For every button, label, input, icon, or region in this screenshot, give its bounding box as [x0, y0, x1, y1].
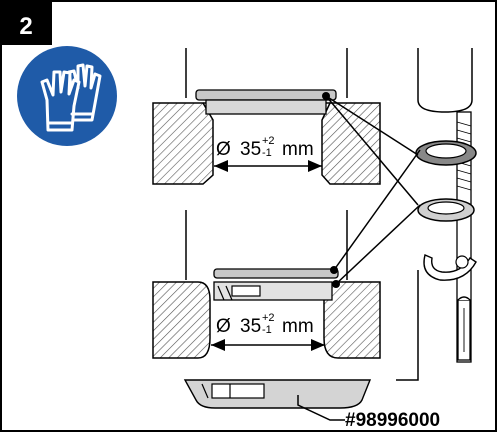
- dimension-unit: mm: [282, 316, 314, 337]
- tolerance-lower: -1: [262, 147, 272, 159]
- dimension-bottom: Ø 35 +2 -1 mm: [211, 312, 325, 351]
- tolerance-lower: -1: [262, 324, 272, 336]
- tolerance-upper: +2: [262, 312, 275, 324]
- exploded-view: [415, 48, 477, 363]
- tolerance-upper: +2: [262, 135, 275, 147]
- spare-part-gasket: [183, 379, 372, 409]
- sink-section-bottom: [152, 210, 381, 359]
- diameter-value: 35: [240, 316, 261, 337]
- part-leader-line: [297, 395, 345, 421]
- step-badge: 2: [0, 0, 52, 45]
- part-number: #98996000: [345, 410, 440, 431]
- diameter-value: 35: [240, 139, 261, 160]
- step-number: 2: [19, 13, 32, 40]
- dimension-unit: mm: [282, 139, 314, 160]
- callout-lines: [325, 95, 421, 381]
- diameter-symbol: Ø: [216, 316, 231, 337]
- dimension-top: Ø 35 +2 -1 mm: [214, 135, 322, 172]
- diameter-symbol: Ø: [216, 139, 231, 160]
- gloves-icon: [17, 46, 117, 146]
- sink-section-top: [152, 48, 381, 185]
- callout-dots: [322, 92, 340, 288]
